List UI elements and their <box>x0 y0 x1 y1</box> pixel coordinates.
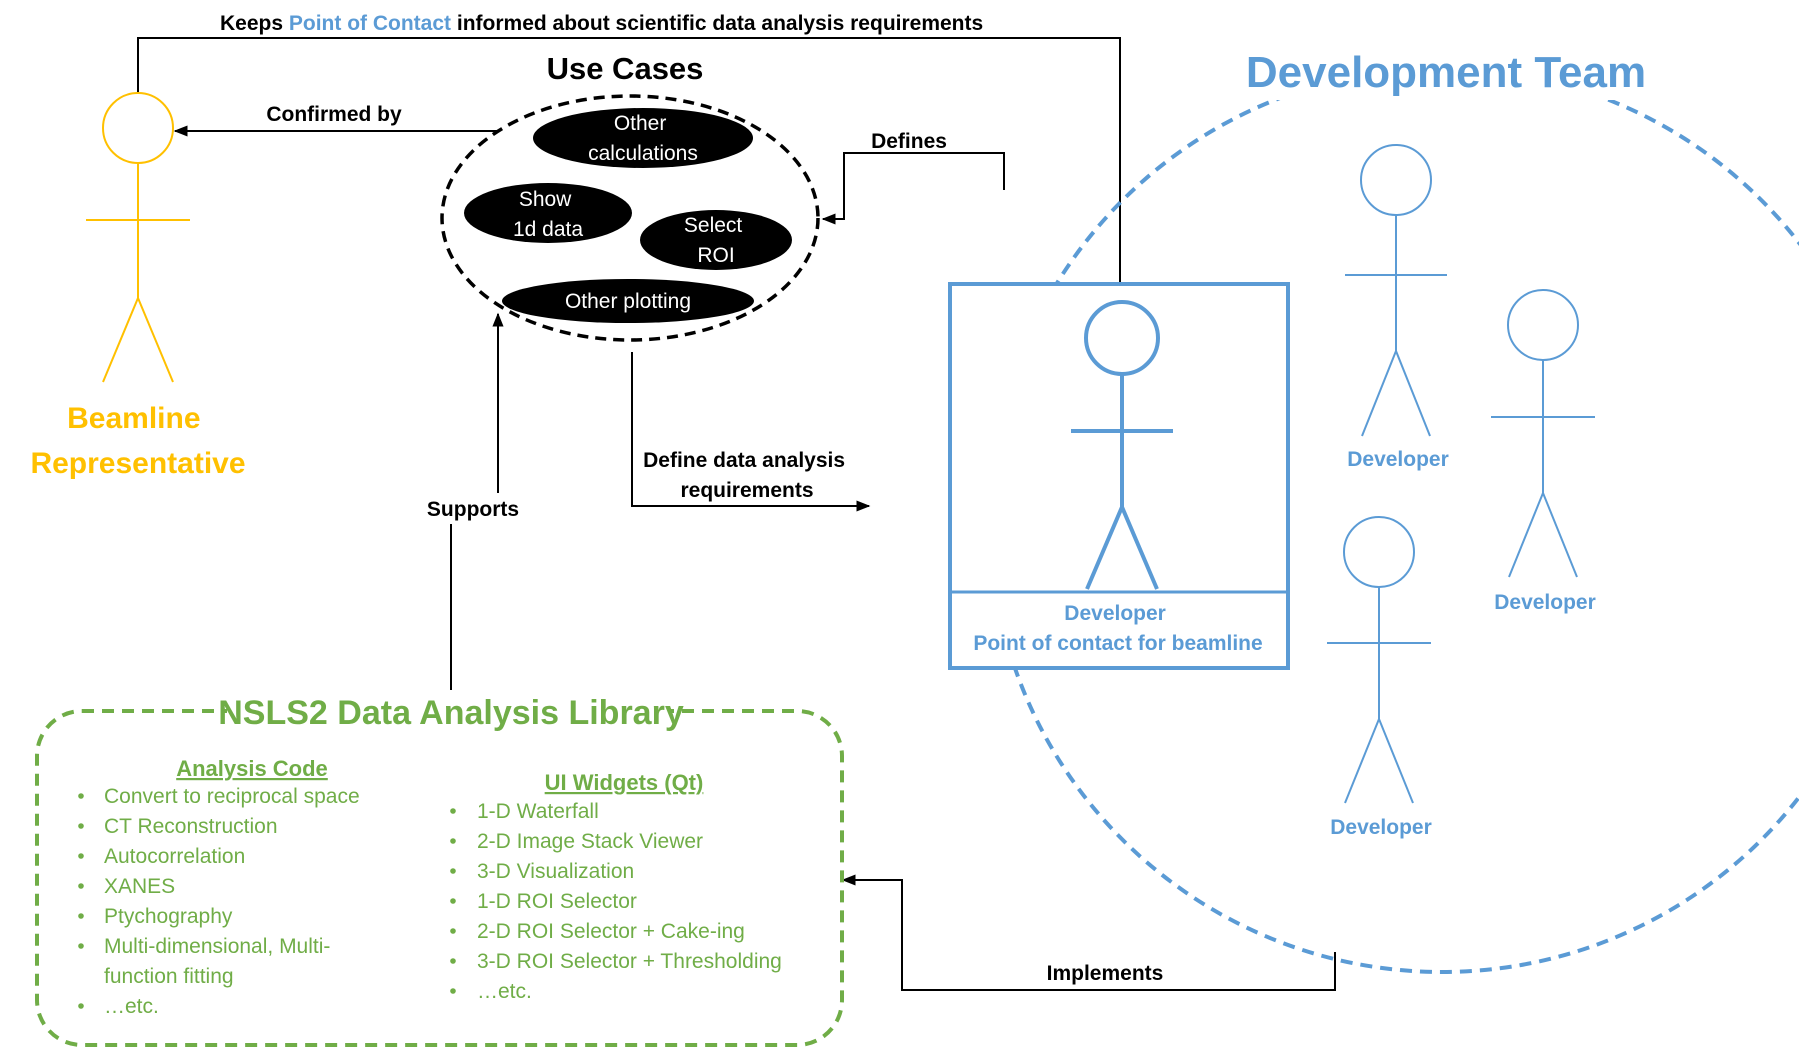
development-team-title: Development Team <box>1246 48 1646 97</box>
confirmed-by-label: Confirmed by <box>266 103 402 126</box>
developer-label: Developer <box>1494 591 1596 614</box>
use-case-show-1d-data: Show 1d data <box>464 183 632 243</box>
team-title-bg <box>1232 40 1656 100</box>
ui-widgets-heading: UI Widgets (Qt) <box>545 770 704 795</box>
list-item: XANES <box>104 875 175 898</box>
bullet-dot <box>78 853 84 859</box>
informs-arrow <box>137 37 1126 302</box>
use-cases-title: Use Cases <box>547 51 704 86</box>
top-label-suffix: informed about scientific data analysis … <box>451 12 983 35</box>
list-item: function fitting <box>104 965 234 988</box>
analysis-code-list: Convert to reciprocal space CT Reconstruc… <box>78 785 360 1018</box>
bullet-dot <box>78 943 84 949</box>
bullet-dot <box>450 928 456 934</box>
developer-figure <box>1491 289 1595 578</box>
list-item: …etc. <box>477 980 532 1003</box>
contact-role-label: Developer <box>1064 602 1166 625</box>
define-req-line1: Define data analysis <box>643 449 845 472</box>
bullet-dot <box>78 793 84 799</box>
list-item: Autocorrelation <box>104 845 245 868</box>
use-case-label: calculations <box>588 142 698 165</box>
beamline-rep-label: Beamline Representative <box>30 402 245 480</box>
svg-text:Select ROI: Select ROI <box>684 214 748 267</box>
list-item: 2-D Image Stack Viewer <box>477 830 703 853</box>
use-case-label: 1d data <box>513 218 583 241</box>
use-case-label: Other plotting <box>565 290 691 313</box>
use-case-other-calculations: Other calculations <box>533 108 753 168</box>
list-item: 1-D Waterfall <box>477 800 599 823</box>
developer-label: Developer <box>1330 816 1432 839</box>
developer-figure <box>1327 516 1431 804</box>
beamline-representative-figure <box>86 92 190 383</box>
point-of-contact-figure <box>1071 300 1173 590</box>
bullet-dot <box>78 1003 84 1009</box>
library-title-bg <box>227 690 671 734</box>
bullet-dot <box>78 883 84 889</box>
list-item: Convert to reciprocal space <box>104 785 360 808</box>
use-case-other-plotting: Other plotting <box>502 279 754 323</box>
beamline-rep-line2: Representative <box>30 447 245 480</box>
list-item: Multi-dimensional, Multi- <box>104 935 330 958</box>
bullet-dot <box>450 838 456 844</box>
list-item: 2-D ROI Selector + Cake-ing <box>477 920 745 943</box>
svg-text:Show 1d data: Show 1d data <box>513 188 583 241</box>
svg-text:Developer Point of conta: Developer Point of contact for beamline <box>973 602 1262 655</box>
top-informs-label: Keeps Point of Contact informed about sc… <box>220 12 983 35</box>
define-requirements-label: Define data analysis requirements <box>643 449 851 502</box>
beamline-rep-line1: Beamline <box>67 402 200 435</box>
bullet-dot <box>450 868 456 874</box>
defines-arrow <box>821 152 1005 225</box>
svg-text:Other calculations: Other calculations <box>588 112 698 165</box>
implements-arrow <box>841 874 1336 991</box>
beamline-head <box>102 92 174 164</box>
use-case-select-roi: Select ROI <box>640 210 792 270</box>
use-case-label: Select <box>684 214 743 237</box>
top-label-highlight: Point of Contact <box>289 12 451 35</box>
list-item: CT Reconstruction <box>104 815 278 838</box>
list-item: 3-D ROI Selector + Thresholding <box>477 950 782 973</box>
developer-figure <box>1345 144 1447 437</box>
developer-label: Developer <box>1347 448 1449 471</box>
point-of-contact-box: Developer Point of contact for beamline <box>948 282 1290 670</box>
implements-label: Implements <box>1047 962 1164 985</box>
define-requirements-arrow <box>631 352 871 512</box>
list-item: 1-D ROI Selector <box>477 890 637 913</box>
use-case-label: Show <box>519 188 572 211</box>
bullet-dot <box>450 898 456 904</box>
library-boundary <box>35 709 844 1047</box>
bullet-dot <box>78 913 84 919</box>
bullet-dot <box>450 958 456 964</box>
defines-label: Defines <box>871 130 947 153</box>
bullet-dot <box>450 988 456 994</box>
list-item: …etc. <box>104 995 159 1018</box>
top-label-prefix: Keeps <box>220 12 289 35</box>
bullet-dot <box>78 823 84 829</box>
bullet-dot <box>450 808 456 814</box>
define-req-line2: requirements <box>680 479 813 502</box>
use-cases-boundary <box>440 94 820 342</box>
list-item: Ptychography <box>104 905 233 928</box>
use-case-label: ROI <box>697 244 734 267</box>
analysis-code-heading: Analysis Code <box>176 756 328 781</box>
list-item: 3-D Visualization <box>477 860 634 883</box>
ui-widgets-list: 1-D Waterfall 2-D Image Stack Viewer 3-D V… <box>450 800 782 1003</box>
library-title: NSLS2 Data Analysis Library <box>218 694 684 732</box>
supports-label: Supports <box>427 498 519 521</box>
contact-role-desc: Point of contact for beamline <box>973 632 1262 655</box>
use-case-label: Other <box>614 112 667 135</box>
